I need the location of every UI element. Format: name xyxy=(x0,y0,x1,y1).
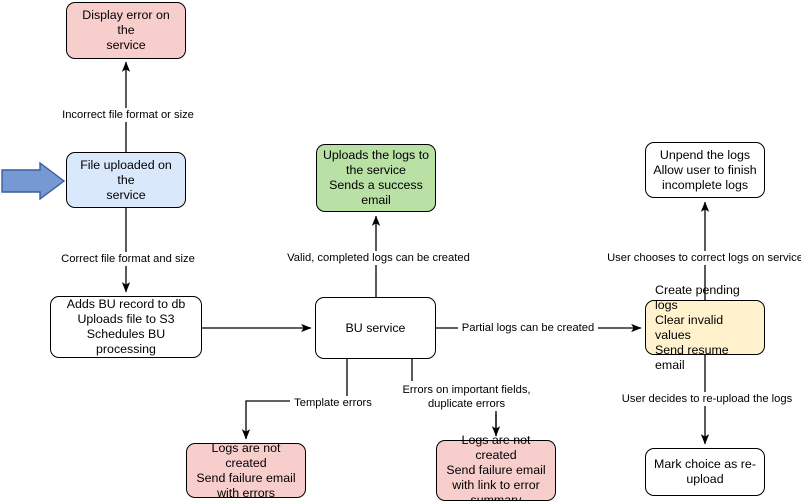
node-logs-not-created-summary[interactable]: Logs are not created Send failure email … xyxy=(436,433,556,501)
node-create-pending-logs-label: Create pending logs Clear invalid values… xyxy=(655,282,740,372)
edge-label-user-reupload: User decides to re-upload the logs xyxy=(619,392,795,406)
node-file-uploaded[interactable]: File uploaded on the service xyxy=(66,152,186,208)
input-arrow-icon xyxy=(1,161,66,201)
node-mark-choice-label: Mark choice as re- upload xyxy=(654,457,756,486)
edge-label-errors-important-fields: Errors on important fields, duplicate er… xyxy=(393,383,540,411)
node-unpend-logs[interactable]: Unpend the logs Allow user to finish inc… xyxy=(645,142,765,198)
edge-label-partial-logs: Partial logs can be created xyxy=(458,321,598,335)
node-mark-choice[interactable]: Mark choice as re- upload xyxy=(645,448,765,496)
node-logs-not-created-template-label: Logs are not created Send failure email … xyxy=(196,440,296,500)
node-uploads-logs[interactable]: Uploads the logs to the service Sends a … xyxy=(316,144,436,212)
node-uploads-logs-label: Uploads the logs to the service Sends a … xyxy=(322,148,430,207)
node-adds-bu-record-label: Adds BU record to db Uploads file to S3 … xyxy=(66,297,186,356)
edge-label-user-corrects: User chooses to correct logs on service xyxy=(605,251,801,265)
node-logs-not-created-summary-label: Logs are not created Send failure email … xyxy=(446,433,546,501)
edge-label-incorrect-file: Incorrect file format or size xyxy=(52,108,204,122)
node-create-pending-logs[interactable]: Create pending logs Clear invalid values… xyxy=(645,283,765,372)
node-display-error-label: Display error on the service xyxy=(82,8,170,52)
edge-label-template-errors: Template errors xyxy=(290,396,376,410)
node-display-error[interactable]: Display error on the service xyxy=(66,2,186,59)
node-bu-service-label: BU service xyxy=(345,320,406,335)
node-file-uploaded-label: File uploaded on the service xyxy=(80,157,172,202)
edge-label-correct-file: Correct file format and size xyxy=(53,252,203,266)
edge-label-valid-logs: Valid, completed logs can be created xyxy=(280,251,477,265)
node-unpend-logs-label: Unpend the logs Allow user to finish inc… xyxy=(653,147,757,192)
node-adds-bu-record[interactable]: Adds BU record to db Uploads file to S3 … xyxy=(50,296,202,358)
node-bu-service[interactable]: BU service xyxy=(315,297,436,359)
node-logs-not-created-template[interactable]: Logs are not created Send failure email … xyxy=(186,440,306,500)
